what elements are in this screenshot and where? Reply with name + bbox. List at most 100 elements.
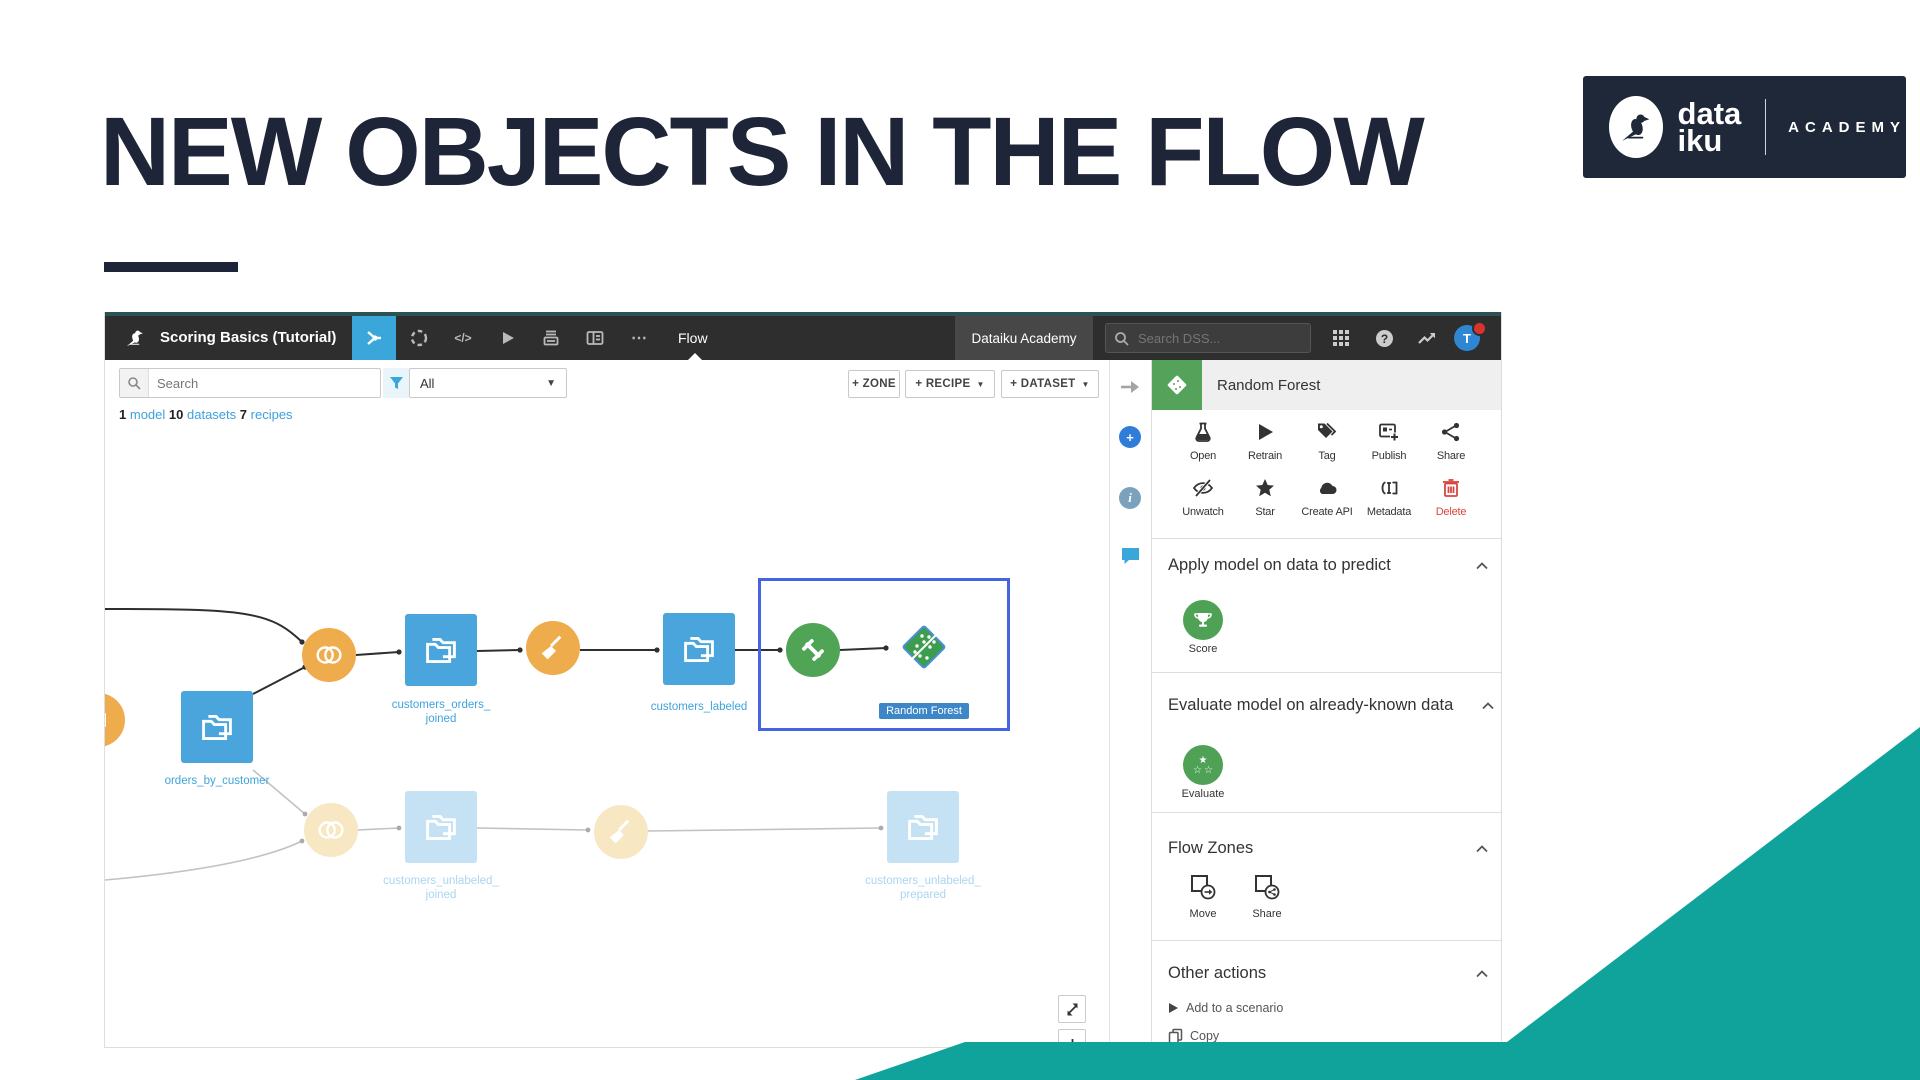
dashboard-nav-button[interactable] bbox=[573, 316, 617, 360]
evaluate-action[interactable]: ★ ☆ ☆ Evaluate bbox=[1174, 745, 1232, 800]
more-nav-button[interactable]: ⋯ bbox=[617, 316, 661, 360]
metadata-action[interactable]: Metadata bbox=[1358, 476, 1420, 518]
dataset-node-customers-unlabeled-joined[interactable] bbox=[405, 791, 477, 863]
dataset-node-customers-labeled[interactable] bbox=[663, 613, 735, 685]
model-label[interactable]: Random Forest bbox=[879, 703, 969, 719]
trend-icon bbox=[1418, 333, 1435, 344]
prepare-recipe-node-faded[interactable] bbox=[594, 805, 648, 859]
chevron-down-icon: ▼ bbox=[1081, 379, 1090, 389]
recipe-count-label[interactable]: recipes bbox=[250, 407, 293, 422]
global-search[interactable] bbox=[1105, 323, 1311, 353]
flask-icon bbox=[1195, 422, 1211, 442]
fit-to-screen-button[interactable] bbox=[1058, 995, 1086, 1023]
panel-title: Random Forest bbox=[1217, 376, 1321, 394]
zoom-button-clipped[interactable] bbox=[1058, 1029, 1086, 1047]
node-label[interactable]: customers_orders_ joined bbox=[361, 698, 521, 726]
unwatch-action[interactable]: Unwatch bbox=[1172, 476, 1234, 518]
svg-text:☆: ☆ bbox=[1204, 765, 1213, 776]
dataiku-bird-icon bbox=[1614, 105, 1658, 149]
model-count-label[interactable]: model bbox=[129, 407, 166, 422]
panel-icon-strip: + i bbox=[1109, 360, 1151, 1047]
node-label[interactable]: customers_labeled bbox=[650, 701, 748, 713]
recipe-count: 7 bbox=[239, 407, 248, 422]
dataset-node-orders-by-customer[interactable] bbox=[181, 691, 253, 763]
join-icon bbox=[312, 638, 346, 672]
dataset-count-label[interactable]: datasets bbox=[187, 407, 237, 422]
dataset-node-customers-unlabeled-prepared[interactable] bbox=[887, 791, 959, 863]
copy-link[interactable]: Copy bbox=[1168, 1028, 1219, 1044]
dataiku-bird-badge bbox=[1609, 96, 1663, 158]
divider bbox=[1152, 940, 1501, 941]
add-zone-button[interactable]: + ZONE bbox=[848, 370, 900, 398]
notification-dot bbox=[1472, 321, 1487, 336]
divider bbox=[1152, 538, 1501, 539]
plus-icon: + bbox=[1126, 429, 1134, 445]
prepare-recipe-node[interactable] bbox=[526, 621, 580, 675]
add-dataset-button[interactable]: + DATASET ▼ bbox=[1001, 370, 1099, 398]
instance-name-button[interactable]: Dataiku Academy bbox=[955, 316, 1093, 360]
details-panel: Random Forest Open bbox=[1151, 360, 1501, 1047]
chevron-down-icon: ▼ bbox=[546, 377, 556, 389]
svg-text:?: ? bbox=[1380, 332, 1387, 346]
info-button[interactable]: i bbox=[1119, 487, 1141, 509]
jobs-nav-button[interactable] bbox=[529, 316, 573, 360]
open-action[interactable]: Open bbox=[1172, 420, 1234, 462]
retrain-action[interactable]: Retrain bbox=[1234, 420, 1296, 462]
play-icon bbox=[1259, 424, 1273, 440]
share-zone-action[interactable]: Share bbox=[1238, 872, 1296, 920]
lab-nav-button[interactable] bbox=[397, 316, 441, 360]
flow-search[interactable] bbox=[119, 368, 381, 398]
run-nav-button[interactable] bbox=[485, 316, 529, 360]
collapse-chevron-icon[interactable] bbox=[1482, 702, 1494, 710]
expand-icon bbox=[1067, 1003, 1077, 1015]
collapse-chevron-icon[interactable] bbox=[1476, 970, 1488, 978]
share-action[interactable]: Share bbox=[1420, 420, 1482, 462]
filter-dropdown[interactable]: All ▼ bbox=[409, 368, 567, 398]
tag-action[interactable]: Tag bbox=[1296, 420, 1358, 462]
help-button[interactable]: ? bbox=[1362, 316, 1406, 360]
section-title-apply: Apply model on data to predict bbox=[1168, 556, 1391, 574]
code-nav-button[interactable]: </> bbox=[441, 316, 485, 360]
train-recipe-node[interactable] bbox=[786, 623, 840, 677]
dataset-folders-icon bbox=[418, 627, 464, 673]
grid-icon bbox=[1332, 329, 1349, 346]
add-recipe-button[interactable]: + RECIPE ▼ bbox=[905, 370, 995, 398]
trash-icon bbox=[1443, 479, 1459, 497]
add-comment-button[interactable]: + bbox=[1119, 426, 1141, 448]
flow-search-input[interactable] bbox=[149, 374, 359, 392]
node-label[interactable]: customers_unlabeled_ joined bbox=[361, 874, 521, 902]
add-to-scenario-link[interactable]: Add to a scenario bbox=[1168, 1001, 1283, 1015]
node-label[interactable]: customers_unlabeled_ prepared bbox=[843, 874, 1003, 902]
join-recipe-node-faded[interactable] bbox=[304, 803, 358, 857]
star-action[interactable]: Star bbox=[1234, 476, 1296, 518]
filter-button[interactable] bbox=[383, 368, 409, 398]
collapse-chevron-icon[interactable] bbox=[1476, 845, 1488, 853]
code-icon: </> bbox=[454, 331, 472, 345]
flow-nav-tab[interactable] bbox=[352, 316, 396, 360]
join-recipe-node[interactable] bbox=[302, 628, 356, 682]
global-search-input[interactable] bbox=[1136, 329, 1300, 347]
join-icon bbox=[314, 813, 348, 847]
lab-icon bbox=[410, 329, 428, 347]
model-label-wrap: Random Forest bbox=[849, 702, 999, 719]
apps-grid-button[interactable] bbox=[1319, 316, 1363, 360]
discussions-button[interactable] bbox=[1120, 546, 1141, 569]
help-icon: ? bbox=[1375, 329, 1393, 347]
flow-icon bbox=[367, 331, 381, 345]
section-title-flow-zones: Flow Zones bbox=[1168, 839, 1254, 857]
publish-action[interactable]: Publish bbox=[1358, 420, 1420, 462]
collapse-panel-button[interactable] bbox=[1119, 378, 1141, 399]
recipe-node-clipped[interactable] bbox=[105, 693, 125, 747]
collapse-chevron-icon[interactable] bbox=[1476, 562, 1488, 570]
node-label[interactable]: orders_by_customer bbox=[164, 775, 270, 787]
activity-button[interactable] bbox=[1405, 316, 1449, 360]
model-node-random-forest[interactable] bbox=[886, 609, 962, 685]
move-zone-action[interactable]: Move bbox=[1174, 872, 1232, 920]
dataset-node-customers-orders-joined[interactable] bbox=[405, 614, 477, 686]
dss-app-window: Scoring Basics (Tutorial) </> bbox=[104, 312, 1502, 1048]
project-name[interactable]: Scoring Basics (Tutorial) bbox=[160, 329, 337, 346]
delete-action[interactable]: Delete bbox=[1420, 476, 1482, 518]
evaluate-label: Evaluate bbox=[1181, 788, 1225, 800]
score-action[interactable]: Score bbox=[1174, 600, 1232, 655]
create-api-action[interactable]: Create API bbox=[1296, 476, 1358, 518]
